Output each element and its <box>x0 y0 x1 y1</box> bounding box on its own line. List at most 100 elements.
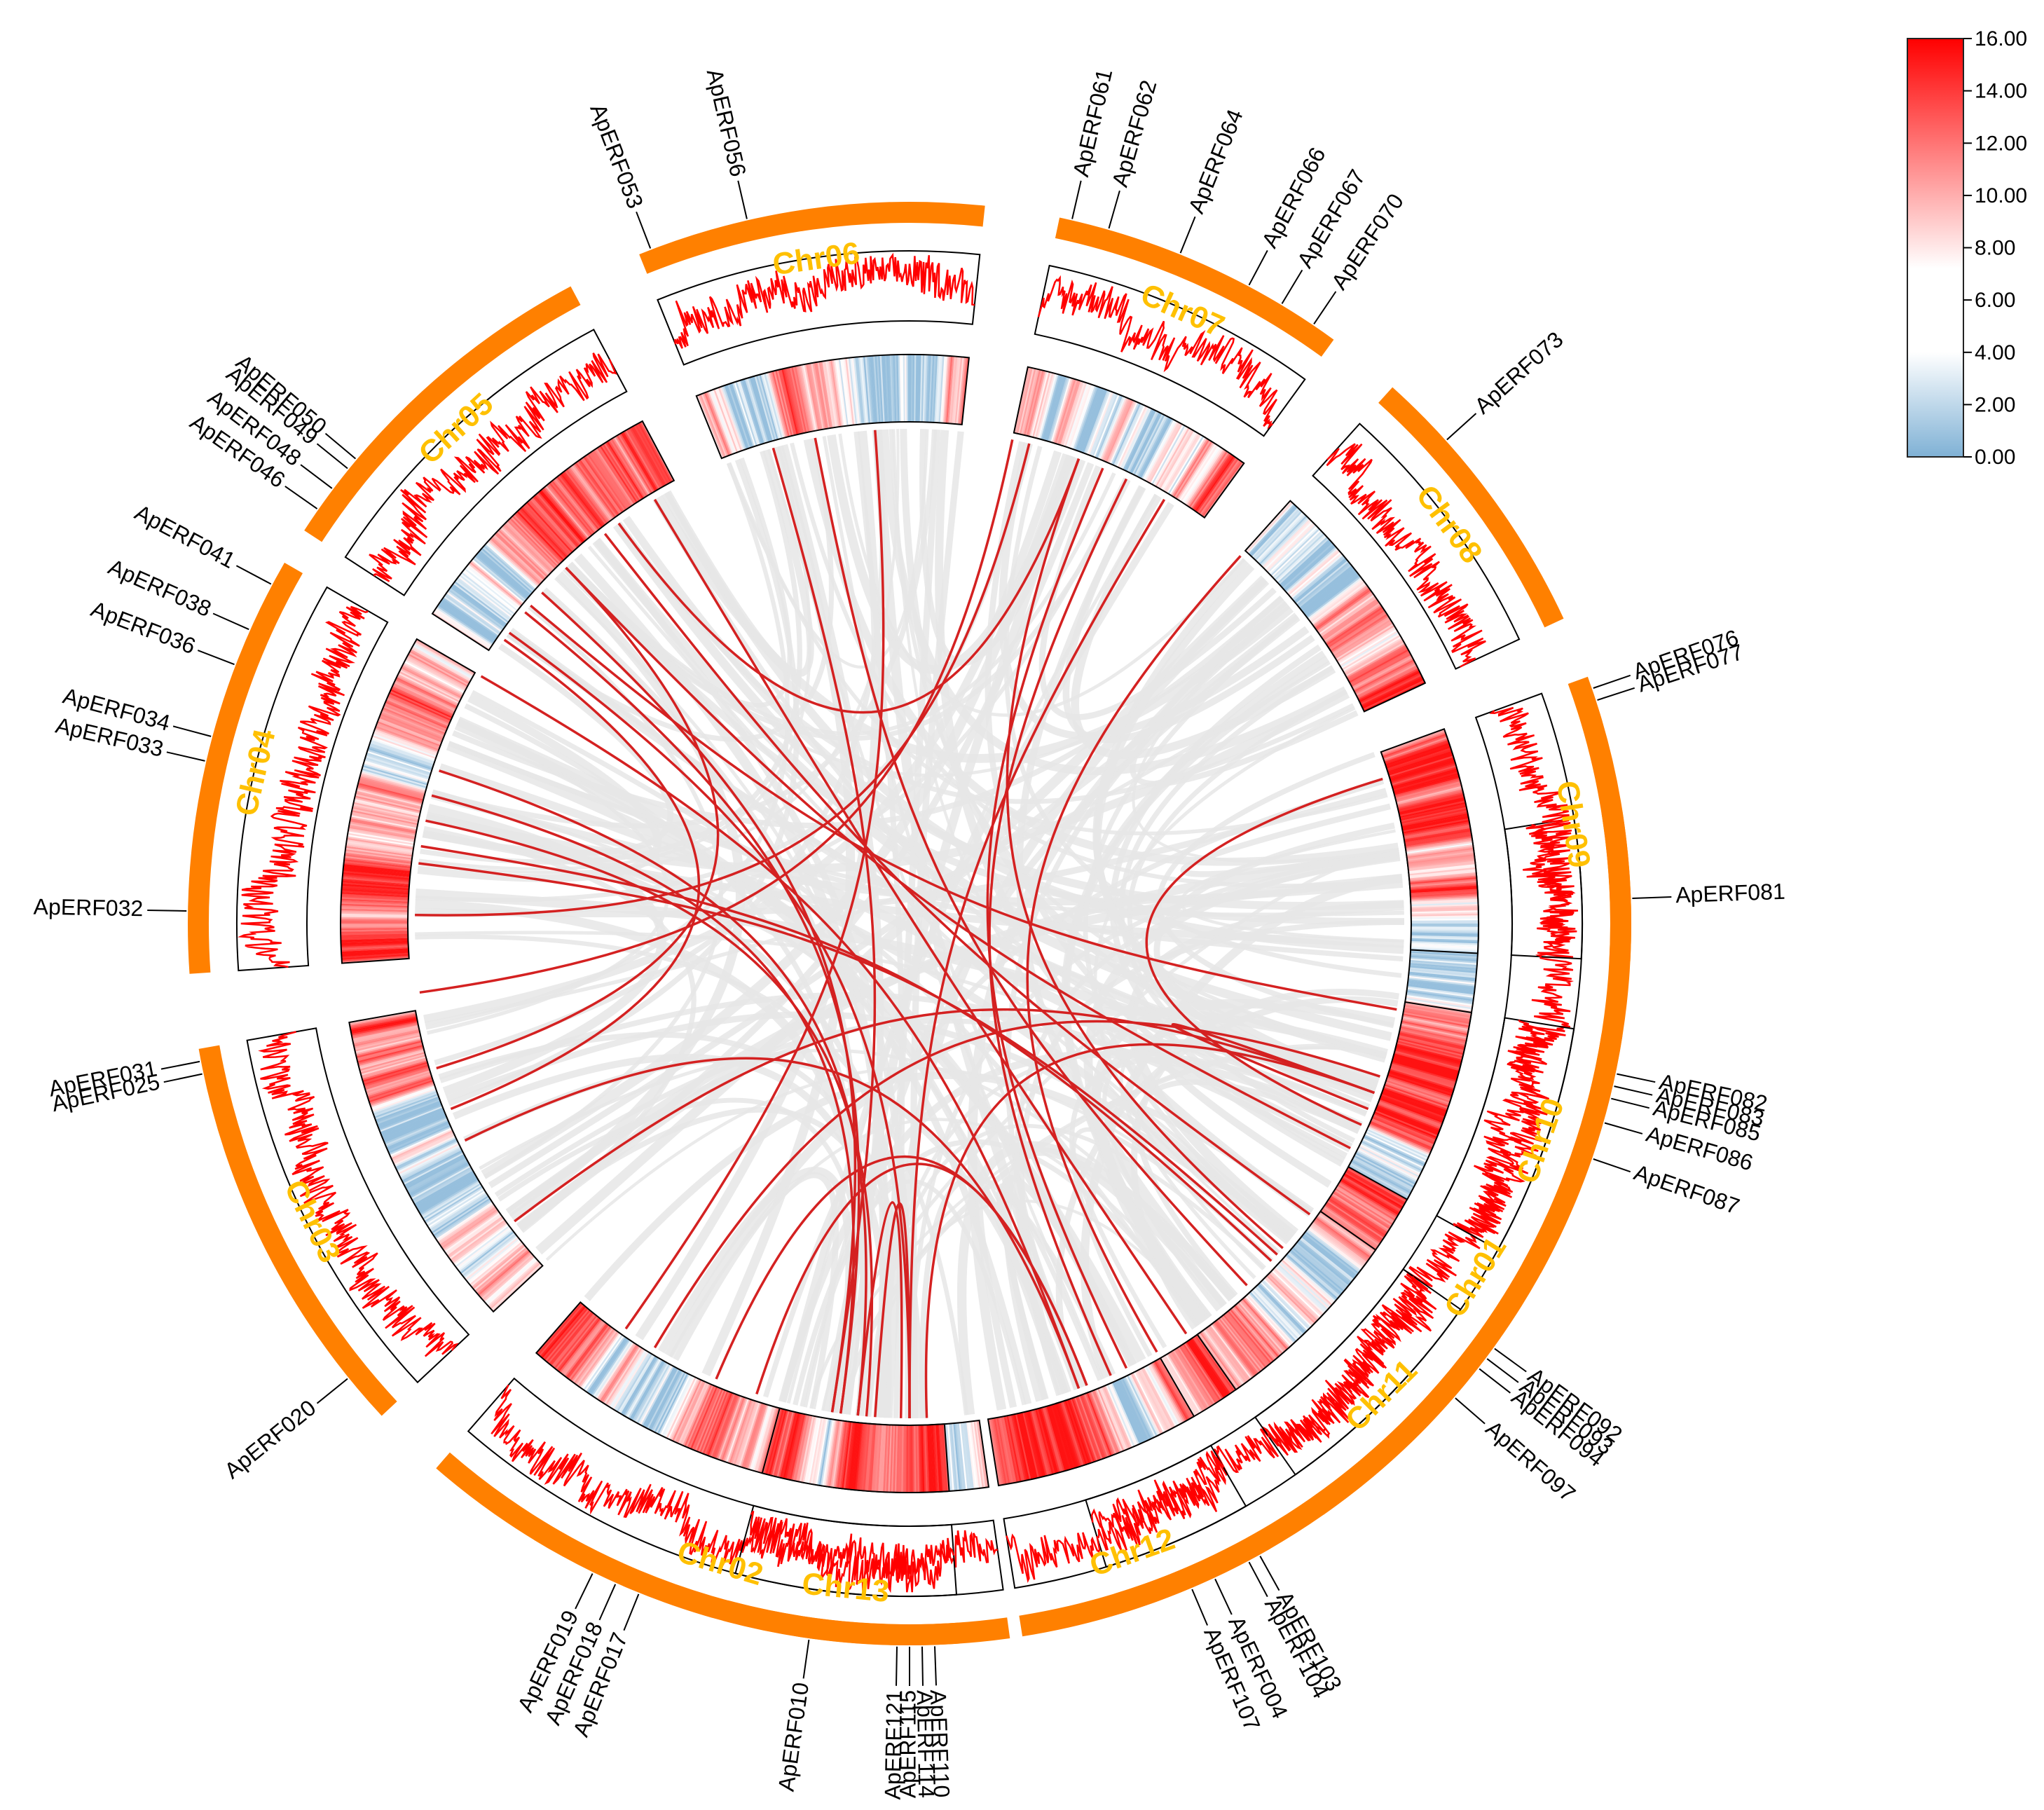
heatmap-cell <box>586 454 626 512</box>
heatmap-cell <box>1334 1189 1392 1227</box>
heatmap-cell <box>1137 1370 1170 1431</box>
heatmap-cell <box>1384 738 1448 762</box>
heatmap-cell <box>1399 1034 1465 1050</box>
heatmap-cell <box>476 1249 529 1295</box>
heatmap-cell <box>1264 1277 1313 1326</box>
heatmap-cell <box>1357 1147 1419 1179</box>
heatmap-cell <box>569 1326 612 1381</box>
heatmap-cell <box>1305 574 1360 617</box>
heatmap-cell <box>968 1421 979 1489</box>
heatmap-cell <box>1394 1049 1461 1068</box>
heatmap-cell <box>1034 372 1052 438</box>
heatmap-cell <box>406 1158 467 1193</box>
heatmap-cell <box>461 1232 516 1275</box>
heatmap-cell <box>1081 389 1106 453</box>
heatmap-cell <box>1177 1346 1216 1405</box>
heatmap-cell <box>370 739 435 763</box>
heatmap-cell <box>588 1338 628 1394</box>
heatmap-cell <box>1409 879 1477 886</box>
heatmap-cell <box>538 491 584 543</box>
heatmap-cell <box>1381 1092 1446 1117</box>
heatmap-cell <box>708 390 734 455</box>
heatmap-cell <box>1401 1023 1467 1039</box>
heatmap-cell <box>733 1400 756 1465</box>
legend-tick-label: 6.00 <box>1975 289 2015 312</box>
heatmap-cell <box>1374 1110 1438 1137</box>
heatmap-cell <box>370 741 434 765</box>
heatmap-cell <box>1404 1005 1472 1018</box>
heatmap-cell <box>1411 920 1479 923</box>
heatmap-cell <box>1150 424 1184 484</box>
heatmap-cell <box>1216 1319 1259 1374</box>
heatmap-cell <box>378 1103 442 1130</box>
heatmap-cell <box>673 1380 703 1442</box>
heatmap-cell <box>1326 606 1383 646</box>
heatmap-cell <box>1397 787 1463 806</box>
heatmap-cell <box>341 938 409 942</box>
heatmap-cell <box>851 357 860 425</box>
heatmap-cell <box>928 1425 933 1493</box>
heatmap-cell <box>861 356 869 424</box>
heatmap-cell <box>743 1403 764 1469</box>
heatmap-cell <box>1317 1214 1373 1256</box>
heatmap-cell <box>1093 1390 1120 1453</box>
heatmap-cell <box>533 496 579 548</box>
heatmap-cell <box>995 1418 1008 1485</box>
heatmap-cell <box>427 1191 486 1228</box>
heatmap-cell <box>1274 533 1325 581</box>
heatmap-cell <box>342 879 410 886</box>
heatmap-cell <box>795 1415 811 1482</box>
heatmap-cell <box>343 867 411 876</box>
heatmap-cell <box>809 1417 823 1484</box>
heatmap-cell <box>746 378 767 444</box>
heatmap-cell <box>1303 570 1357 614</box>
heatmap-cell <box>448 589 504 630</box>
chromosome-block-chr07 <box>1055 217 1334 357</box>
heatmap-cell <box>817 1418 830 1486</box>
heatmap-cell <box>886 355 891 423</box>
heatmap-cell <box>579 1331 619 1388</box>
heatmap-cell <box>722 1397 746 1462</box>
heatmap-cell <box>369 744 434 767</box>
heatmap-cell <box>1200 1331 1242 1387</box>
heatmap-cell <box>341 886 409 893</box>
heatmap-cell <box>771 1410 790 1476</box>
heatmap-cell <box>810 1418 824 1485</box>
heatmap-cell <box>1002 1416 1017 1483</box>
heatmap-cell <box>765 1408 784 1475</box>
heatmap-cell <box>1148 1364 1183 1424</box>
heatmap-cell <box>1041 374 1060 440</box>
heatmap-cell <box>1134 1371 1167 1432</box>
heatmap-cell <box>1392 767 1457 787</box>
heatmap-cell <box>526 502 573 553</box>
heatmap-cell <box>1311 582 1366 624</box>
heatmap-cell <box>1410 880 1477 888</box>
heatmap-cell <box>348 831 415 844</box>
heatmap-cell <box>1410 955 1478 962</box>
heatmap-cell <box>392 1131 454 1161</box>
heatmap-cell <box>376 724 440 750</box>
heatmap-track-frame <box>761 1407 950 1493</box>
gene-tick <box>172 725 212 737</box>
heatmap-cell <box>468 1240 522 1284</box>
heatmap-cell <box>482 546 534 593</box>
heatmap-cell <box>508 519 557 568</box>
heatmap-cell <box>961 1422 971 1490</box>
heatmap-cell <box>1404 1006 1471 1020</box>
gene-label: ApERF114 <box>912 1689 940 1798</box>
gene-label: ApERF073 <box>1469 327 1568 418</box>
heatmap-cell <box>1116 1380 1146 1442</box>
heatmap-cell <box>1146 422 1180 482</box>
heatmap-cell <box>963 1422 973 1490</box>
heatmap-cell <box>454 581 509 623</box>
heatmap-cell <box>469 561 523 606</box>
heatmap-cell <box>1411 935 1479 939</box>
heatmap-cell <box>1096 395 1123 459</box>
heatmap-cell <box>340 926 408 929</box>
heatmap-cell <box>404 1153 465 1186</box>
heatmap-cell <box>1078 1395 1103 1460</box>
heatmap-cell <box>474 555 528 601</box>
heatmap-cell <box>638 1364 672 1425</box>
heatmap-cell <box>1411 936 1479 940</box>
heatmap-cell <box>345 852 412 863</box>
